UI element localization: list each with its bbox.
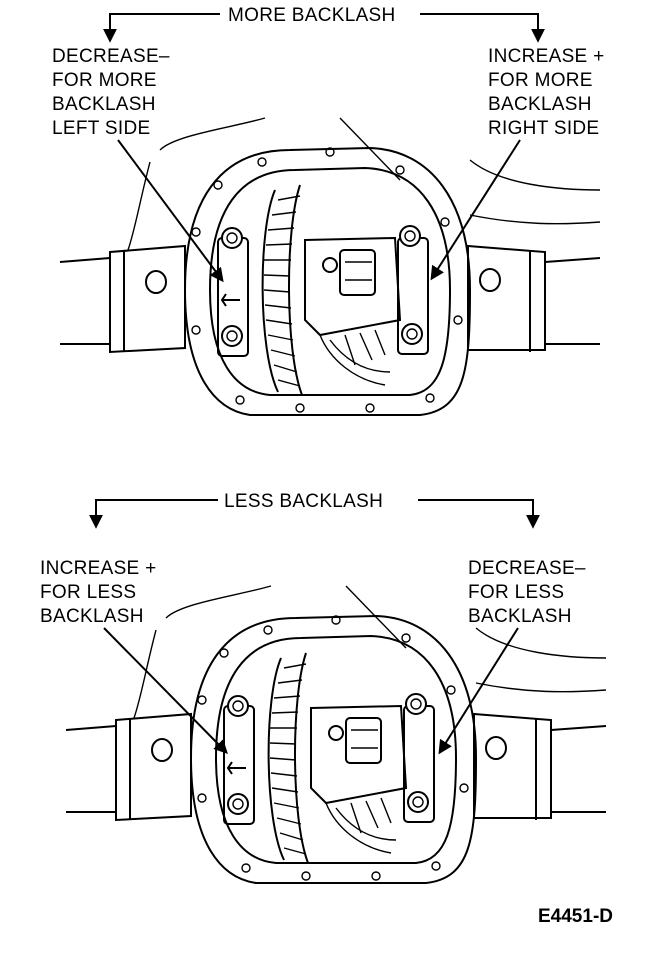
- bottom-right-label-line-3: BACKLASH: [468, 606, 572, 627]
- bottom-panel: LESS BACKLASH INCREASE + FOR LESS BACKLA…: [40, 491, 607, 884]
- top-header: MORE BACKLASH: [228, 5, 396, 26]
- bottom-left-label-line-3: BACKLASH: [40, 606, 144, 627]
- top-panel: MORE BACKLASH DECREASE– FOR MORE BACKLAS…: [52, 5, 605, 416]
- bottom-differential-housing: [65, 585, 607, 884]
- bottom-right-label-line-1: DECREASE–: [468, 558, 586, 579]
- top-left-label-line-2: FOR MORE: [52, 70, 157, 91]
- top-right-label-line-1: INCREASE +: [488, 46, 605, 67]
- figure-code: E4451-D: [538, 906, 613, 927]
- bottom-right-label-line-2: FOR LESS: [468, 582, 564, 603]
- top-header-bracket-right: [420, 13, 545, 43]
- bottom-header-bracket-left: [89, 499, 218, 529]
- top-left-label-line-1: DECREASE–: [52, 46, 170, 67]
- bottom-left-leader-line: [103, 627, 228, 754]
- bottom-left-label-line-1: INCREASE +: [40, 558, 157, 579]
- bottom-right-leader-line: [438, 627, 519, 755]
- top-header-bracket-left: [103, 13, 220, 43]
- top-left-label-line-3: BACKLASH: [52, 94, 156, 115]
- bottom-header-bracket-right: [418, 499, 540, 529]
- top-right-label-line-4: RIGHT SIDE: [488, 118, 599, 139]
- top-right-leader-line: [430, 139, 521, 281]
- bottom-left-label-line-2: FOR LESS: [40, 582, 136, 603]
- top-differential-housing: [59, 117, 601, 416]
- top-left-leader-line: [117, 139, 224, 283]
- top-right-label-line-2: FOR MORE: [488, 70, 593, 91]
- top-right-label-line-3: BACKLASH: [488, 94, 592, 115]
- top-left-label-line-4: LEFT SIDE: [52, 118, 150, 139]
- bottom-header: LESS BACKLASH: [224, 491, 383, 512]
